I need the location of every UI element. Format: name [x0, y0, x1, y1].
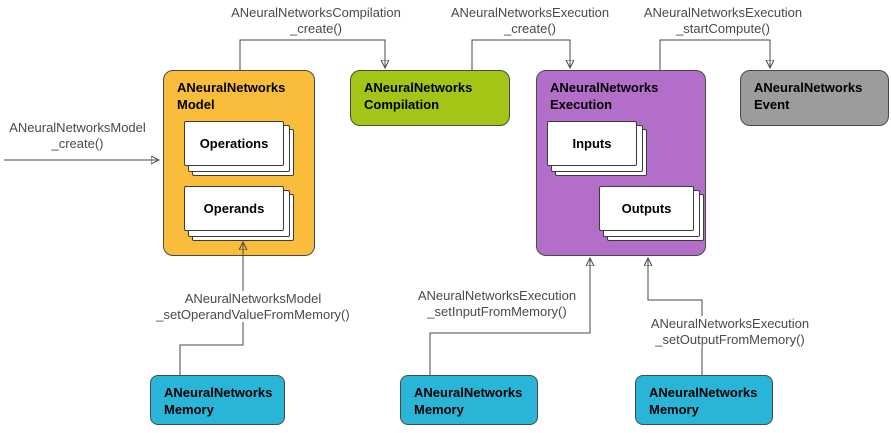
memory-box-2: ANeuralNetworks Memory — [400, 375, 538, 425]
outputs-stack: Outputs — [599, 186, 704, 241]
inputs-card: Inputs — [547, 121, 637, 166]
label-set-input: ANeuralNetworksExecution _setInputFromMe… — [412, 288, 582, 320]
label-compilation-create: ANeuralNetworksCompilation _create() — [216, 5, 416, 37]
operands-label: Operands — [203, 201, 265, 216]
operands-card: Operands — [184, 186, 284, 231]
operations-label: Operations — [199, 136, 269, 151]
memory-box-3: ANeuralNetworks Memory — [635, 375, 773, 425]
memory3-title: ANeuralNetworks Memory — [649, 385, 758, 417]
arrow-execution-create — [471, 39, 570, 70]
inputs-label: Inputs — [572, 136, 612, 151]
execution-box: ANeuralNetworks Execution Inputs Outputs — [536, 70, 706, 256]
operations-card: Operations — [184, 121, 284, 166]
memory2-title: ANeuralNetworks Memory — [414, 385, 523, 417]
label-model-create: ANeuralNetworksModel _create() — [0, 120, 155, 152]
outputs-label: Outputs — [621, 201, 672, 216]
compilation-title: ANeuralNetworks Compilation — [364, 80, 473, 112]
event-title: ANeuralNetworks Event — [754, 80, 863, 112]
memory1-title: ANeuralNetworks Memory — [164, 385, 273, 417]
operations-stack: Operations — [184, 121, 294, 176]
arrow-compilation-create — [239, 39, 385, 70]
label-set-operand-value: ANeuralNetworksModel _setOperandValueFro… — [153, 291, 353, 323]
model-box: ANeuralNetworks Model Operations Operand… — [163, 70, 315, 256]
inputs-stack: Inputs — [547, 121, 647, 176]
memory-box-1: ANeuralNetworks Memory — [150, 375, 285, 425]
label-set-output: ANeuralNetworksExecution _setOutputFromM… — [645, 316, 815, 348]
model-title: ANeuralNetworks Model — [177, 80, 286, 112]
compilation-box: ANeuralNetworks Compilation — [350, 70, 510, 126]
outputs-card: Outputs — [599, 186, 694, 231]
event-box: ANeuralNetworks Event — [740, 70, 889, 126]
arrow-start-compute — [659, 39, 770, 70]
label-start-compute: ANeuralNetworksExecution _startCompute() — [623, 5, 823, 37]
operands-stack: Operands — [184, 186, 294, 241]
execution-title: ANeuralNetworks Execution — [550, 80, 659, 112]
label-execution-create: ANeuralNetworksExecution _create() — [430, 5, 630, 37]
